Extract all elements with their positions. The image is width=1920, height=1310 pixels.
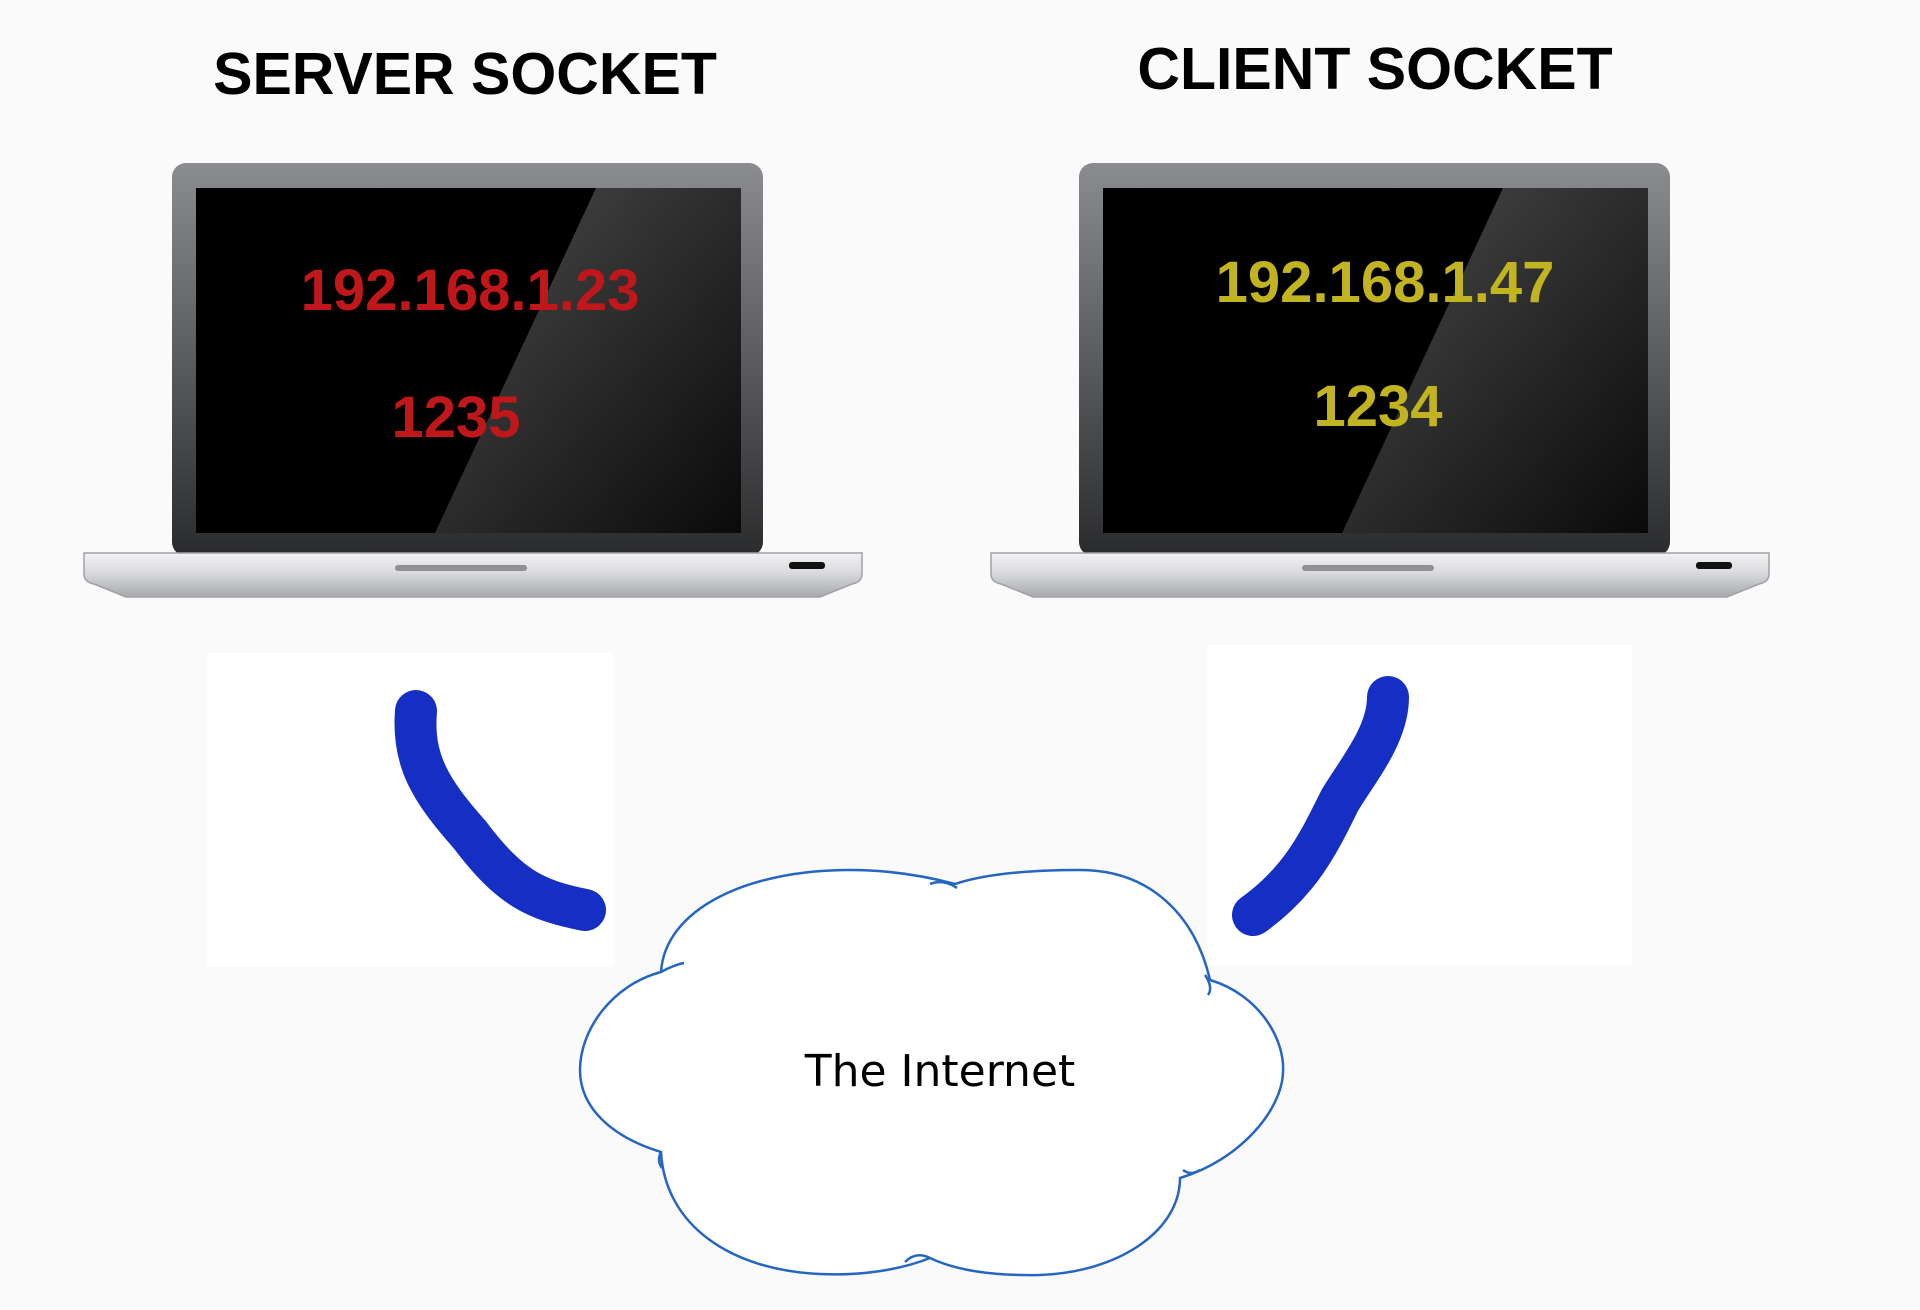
client-connection-line <box>1232 676 1409 936</box>
server-laptop-light <box>789 562 825 569</box>
server-ip-address: 192.168.1.23 <box>301 258 640 323</box>
cloud-seam-left <box>660 961 685 974</box>
client-ip-address: 192.168.1.47 <box>1216 250 1555 315</box>
server-screen-glare <box>435 188 741 533</box>
client-laptop-icon: 192.168.1.47 1234 <box>990 163 1770 598</box>
server-laptop-notch <box>395 565 527 571</box>
cloud-seam-bottom <box>904 1253 931 1263</box>
cloud-seam-bottom-right <box>1182 1168 1201 1175</box>
server-port-number: 1235 <box>391 385 520 450</box>
cloud-seam-top <box>929 880 958 890</box>
cloud-seam-right <box>1203 974 1212 996</box>
server-laptop-base <box>83 552 863 598</box>
client-socket-title: CLIENT SOCKET <box>1137 36 1612 102</box>
server-laptop-icon: 192.168.1.23 1235 <box>83 163 863 598</box>
internet-label: The Internet <box>804 1046 1076 1097</box>
client-laptop-base <box>990 552 1770 598</box>
client-laptop-light <box>1696 562 1732 569</box>
cloud-icon: The Internet <box>578 868 1285 1277</box>
server-connection-line <box>394 690 606 931</box>
client-screen-glare <box>1342 188 1648 533</box>
server-socket-title: SERVER SOCKET <box>213 41 717 107</box>
client-laptop-notch <box>1302 565 1434 571</box>
client-port-number: 1234 <box>1313 374 1442 439</box>
cloud-seam-bottom-left <box>657 1151 664 1169</box>
